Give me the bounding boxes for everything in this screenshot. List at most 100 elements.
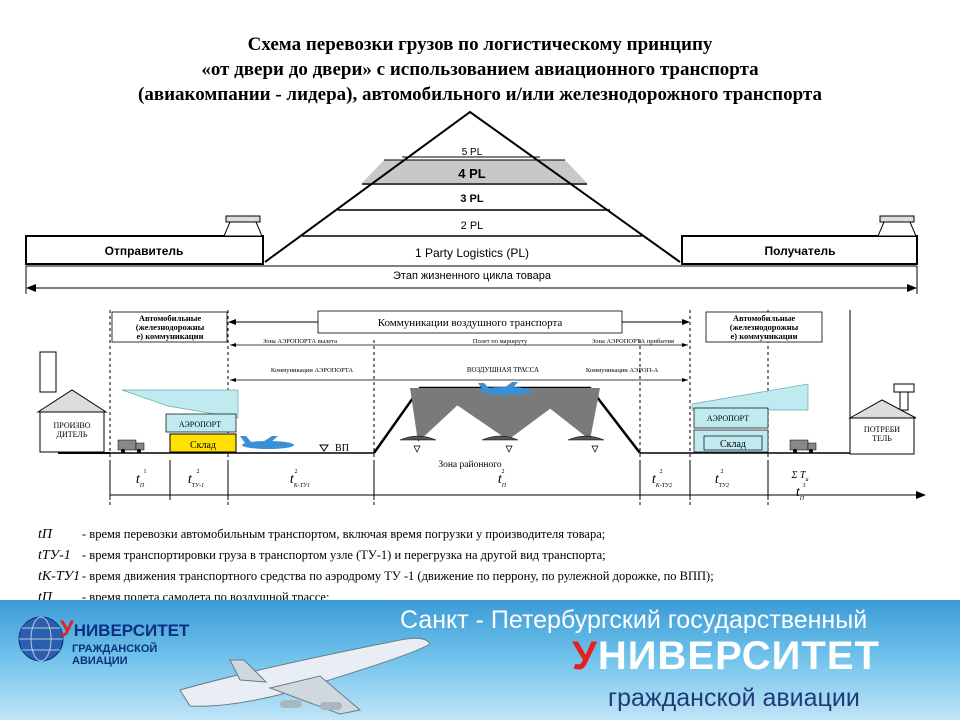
radar-antenna-icon [399,435,605,441]
legend-symbol: tП [38,526,52,542]
warehouse-right-box [703,435,763,451]
logo-title-first: У [60,616,74,641]
legend: tП - время перевозки автомобильным транс… [38,524,918,608]
title-line-3: (авиакомпании - лидера), автомобильного … [138,84,822,105]
university-logo: УНИВЕРСИТЕТ ГРАЖДАНСКОЙ АВИАЦИИ [16,610,196,670]
level-1pl: 1 Party Logistics (PL) [415,246,529,260]
plane-left-icon [240,436,294,449]
airport-right-roof [691,383,809,411]
banner-line-2-rest: НИВЕРСИТЕТ [597,634,880,678]
legend-text: - время перевозки автомобильным транспор… [82,527,606,541]
producer-building-icon [36,351,108,453]
comm-arrow-right-icon [682,378,688,382]
vp-marker-icon [319,444,329,452]
auto-left-line-1: Автомобильные [139,313,202,323]
band-4pl [362,160,587,183]
t-label-6: tТУ2 [715,472,729,489]
legend-symbol: tТУ-1 [38,547,71,563]
comm-airport-label: Коммуникации АЭРОПОРТА [271,367,354,374]
vp-label: ВП [335,443,349,454]
zone-district-label: Зона районного [438,459,502,470]
t-sup-1: 1 [144,469,147,475]
banner-line-2: УНИВЕРСИТЕТ [572,634,880,679]
auto-left-box [111,311,228,343]
zone-depart-label: Зона АЭРОПОРТА вылета [263,338,337,345]
globe-icon [18,616,64,662]
receiver-roof-icon [877,215,917,237]
title-line-2: «от двери до двери» с использованием ави… [201,59,759,80]
air-comm-box [317,310,623,334]
sender-box [25,235,264,265]
timeline-ticks [109,460,769,500]
title-line-1: Схема перевозки грузов по логистическому… [247,34,713,55]
zone-arrow-right-icon [682,343,688,347]
producer-line-2: ДИТЕЛЬ [57,430,88,439]
pyramid-outline [264,110,681,263]
sender-label: Отправитель [105,244,184,258]
airport-left-label: АЭРОПОРТ [179,420,221,429]
consumer-building-icon [848,383,917,455]
radar-cone-right [524,388,600,440]
logo-subtitle: ГРАЖДАНСКОЙ АВИАЦИИ [72,643,158,667]
auto-right-line-1: Автомобильные [733,313,796,323]
truck-left-icon [117,439,145,453]
banner-plane-icon [179,637,431,715]
lifecycle-label: Этап жизненного цикла товара [393,270,552,282]
university-banner: УНИВЕРСИТЕТ ГРАЖДАНСКОЙ АВИАЦИИ Санкт - … [0,600,960,720]
t-sup-2: 2 [197,469,200,475]
flight-route-label: Полет по маршруту [473,338,528,345]
warehouse-right-label: Склад [720,439,746,450]
logo-title: УНИВЕРСИТЕТ [60,616,189,642]
truck-right-icon [789,439,817,453]
auto-right-line-3: е) коммуникации [731,331,798,341]
legend-row: tП - время перевозки автомобильным транс… [38,524,918,545]
t-last-label: tП [796,485,805,502]
antenna-marker-icon [413,445,599,453]
level-2pl: 2 PL [461,220,484,232]
auto-right-box [705,311,823,343]
auto-left-line-2: (железнодорожны [136,322,205,332]
air-route-label: ВОЗДУШНАЯ ТРАССА [467,366,539,374]
sender-roof-icon [223,215,263,237]
t-label-4: tП [498,472,507,489]
legend-text: - время движения транспортного средства … [82,569,714,583]
pyramid-diagram: 5 PL 4 PL 3 PL 2 PL 1 Party Logistics (P… [25,110,918,294]
logo-title-rest: НИВЕРСИТЕТ [73,621,190,640]
lifecycle-arrow-left-icon [26,284,36,292]
air-comm-label: Коммуникации воздушного транспорта [378,317,563,329]
t-label-3: tК-ТУ1 [290,472,310,489]
receiver-label: Получатель [765,244,836,258]
timeline-arrow-right-icon [916,491,926,499]
legend-row: tК-ТУ1 - время движения транспортного ср… [38,566,918,587]
auto-left-line-3: е) коммуникации [137,331,204,341]
airport-right-box [693,407,769,429]
receiver-box [681,235,918,265]
airport-right-label: АЭРОПОРТ [707,414,749,423]
t-label-5: tК-ТУ2 [652,472,672,489]
zone-arrive-label: Зона АЭРОПОРТА прибытия [592,338,674,345]
lifecycle-arrow-right-icon [907,284,917,292]
airport-left-roof [121,389,239,419]
comm-arrow-left-icon [230,378,236,382]
t-label-2: tТУ-1 [188,472,204,489]
level-5pl: 5 PL [462,147,483,158]
t-last-top: Σ Ти [790,470,808,483]
legend-text: - время транспортировки груза в транспор… [82,548,606,562]
air-comm-arrow-right-icon [682,319,690,325]
t-sup-4: 2 [502,469,505,475]
banner-line-3: гражданской авиации [608,684,860,712]
legend-row: tТУ-1 - время транспортировки груза в тр… [38,545,918,566]
page-title: Схема перевозки грузов по логистическому… [0,32,960,107]
t-sup-6: 2 [721,469,724,475]
warehouse-left-box [169,433,237,453]
auto-right-line-2: (железнодорожны [730,322,799,332]
level-3pl: 3 PL [460,193,484,205]
comm-airport-a-label: Коммуникации АЭРОП-А [586,367,659,374]
transport-scheme: Автомобильные (железнодорожны е) коммуни… [36,310,926,505]
producer-line-1: ПРОИЗВО [54,421,91,430]
plane-cruise-icon [478,382,532,395]
warehouse-left-label: Склад [190,440,216,451]
t-last-sup: 3 [803,483,806,489]
consumer-line-1: ПОТРЕБИ [864,425,900,434]
airport-left-box [165,413,237,433]
